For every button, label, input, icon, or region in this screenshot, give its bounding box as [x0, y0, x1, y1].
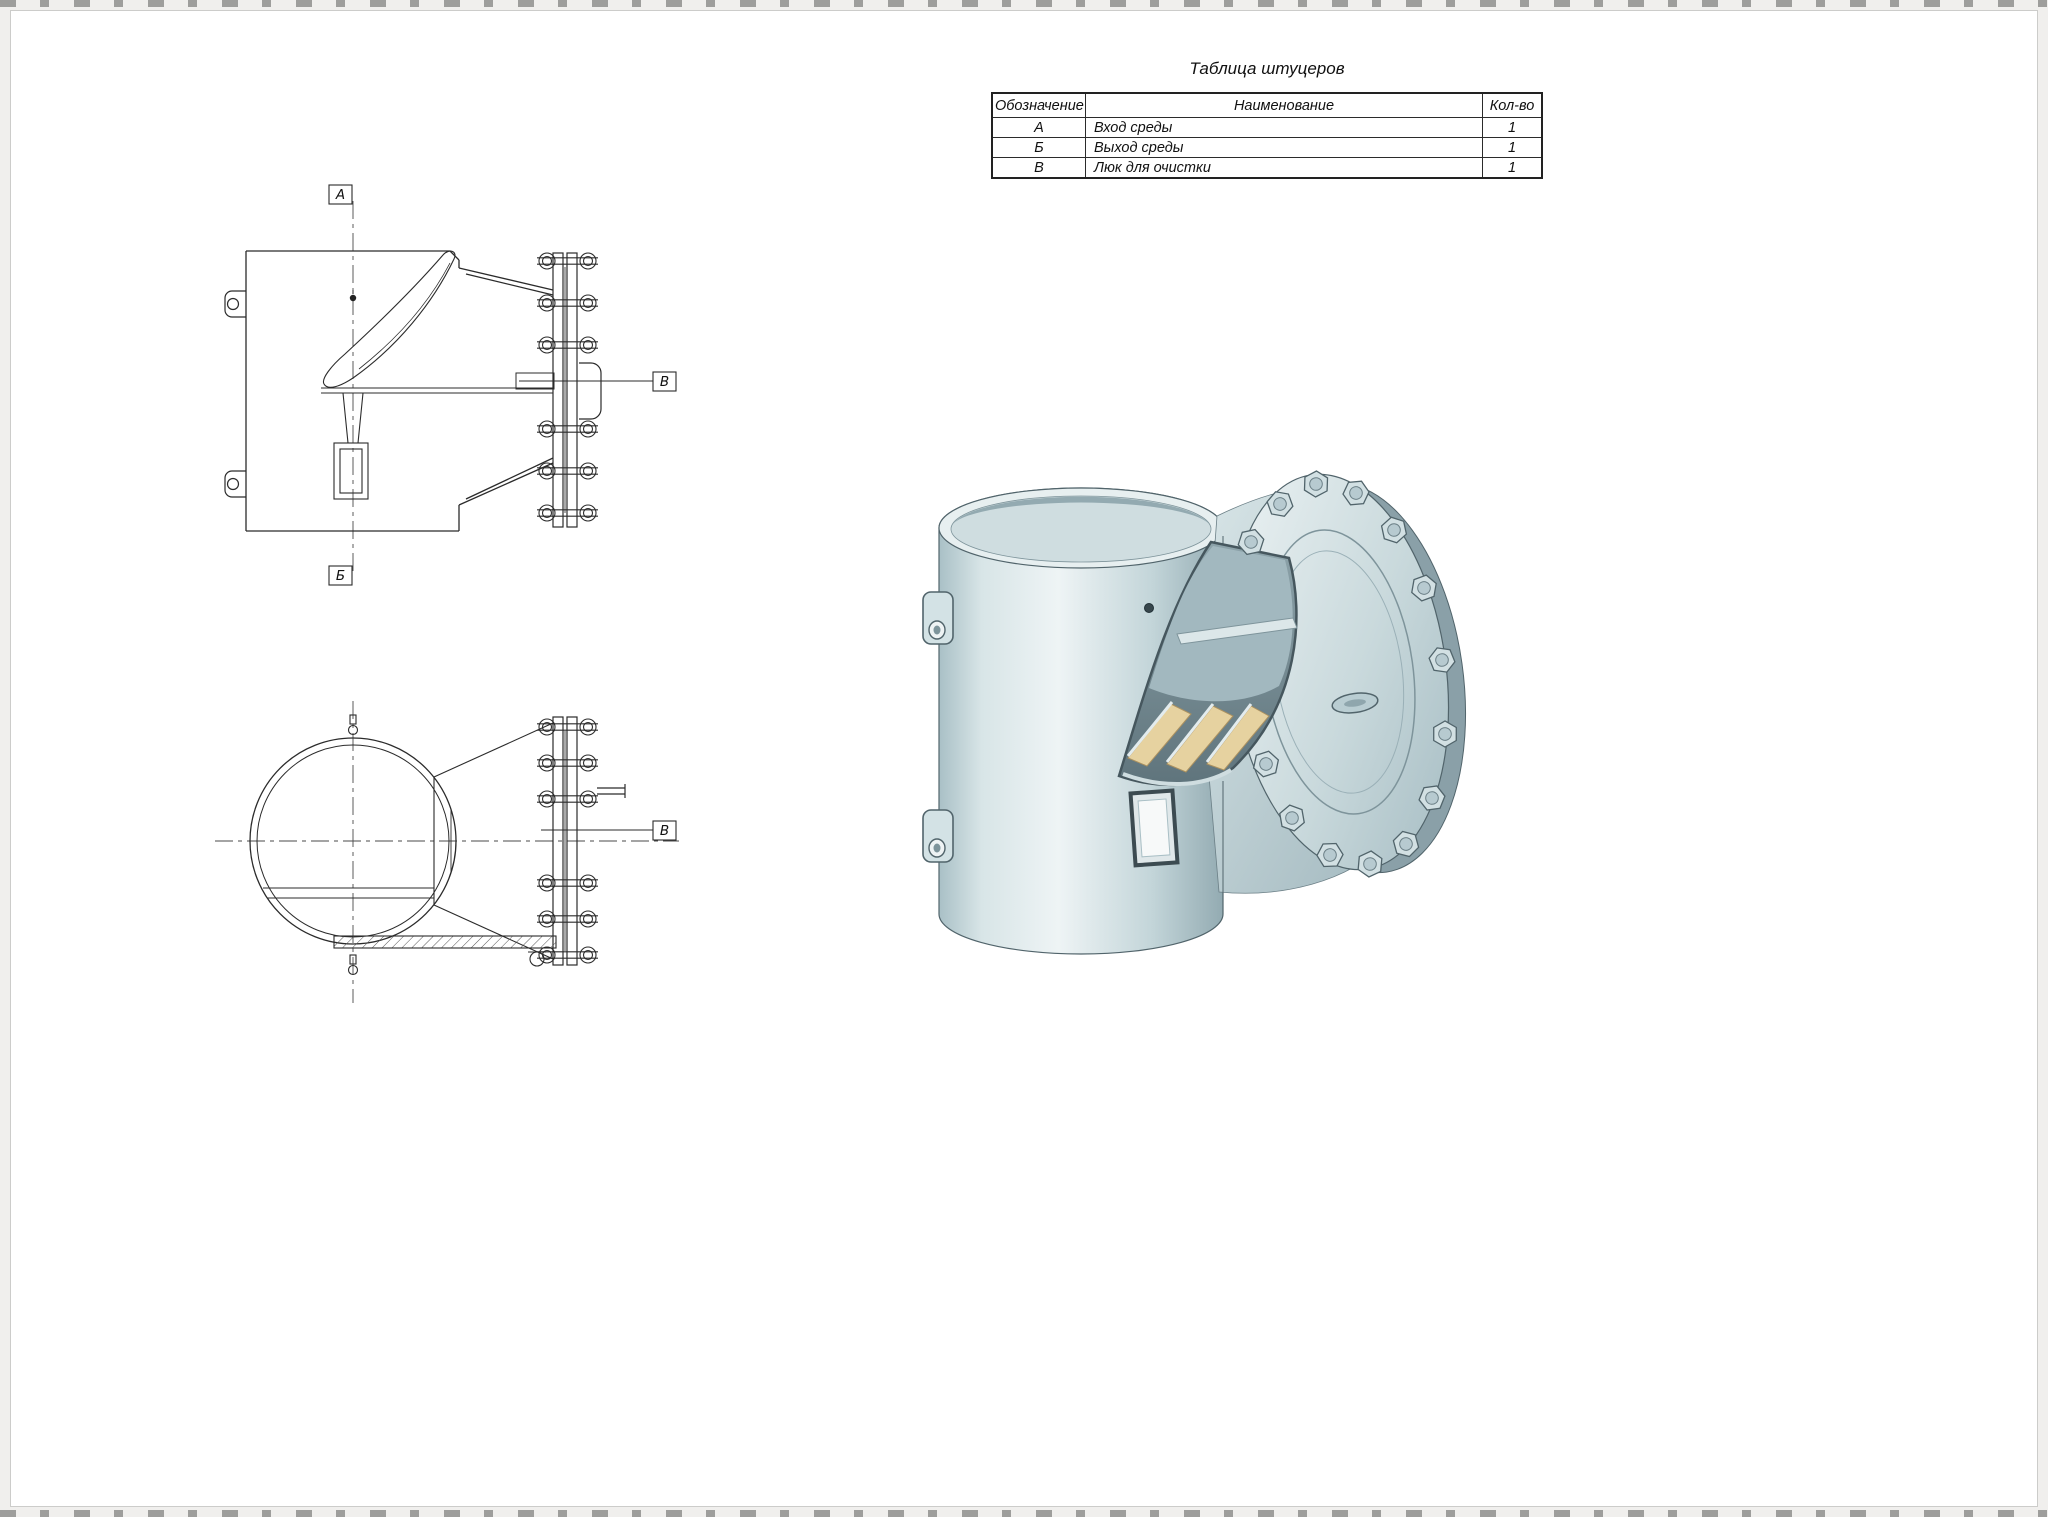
- lifting-lug-lower: [922, 809, 954, 863]
- interior-cutaway: [1117, 540, 1298, 787]
- table-header-row: Обозначение Наименование Кол-во: [991, 92, 1543, 118]
- top-view-svg: В: [215, 701, 679, 1003]
- nozzle-table: Обозначение Наименование Кол-во А Вход с…: [991, 92, 1543, 179]
- drawing-sheet: Таблица штуцеров Обозначение Наименовани…: [10, 10, 2038, 1507]
- axis-pins: [347, 714, 359, 976]
- hatch-flange-stack: [536, 716, 626, 966]
- drain-stub: [597, 784, 626, 798]
- col-header-name: Наименование: [1085, 92, 1483, 118]
- table-title: Таблица штуцеров: [1189, 59, 1345, 78]
- table-row: А Вход среды 1: [991, 117, 1543, 138]
- scan-artifact-bottom: [0, 1510, 2048, 1517]
- cover-handle: [579, 362, 602, 420]
- callout-hatch: В: [541, 820, 677, 841]
- centerlines: [215, 701, 679, 1003]
- hatch-flange-stack: [536, 252, 602, 528]
- lifting-lugs: [224, 290, 246, 498]
- callout-inlet: А: [328, 184, 353, 205]
- front-view-svg: В А Б: [224, 184, 677, 586]
- cell-name: Выход среды: [1085, 137, 1483, 158]
- vent-pin: [349, 290, 357, 302]
- sectioned-bottom-ring: [333, 935, 557, 967]
- cylinder-top-rim: [938, 487, 1224, 569]
- grate-top-frame: [1176, 617, 1298, 645]
- table-row: В Люк для очистки 1: [991, 157, 1543, 179]
- col-header-designation: Обозначение: [991, 92, 1086, 118]
- iso-view-svg: [922, 469, 1467, 955]
- cell-name: Вход среды: [1085, 117, 1483, 138]
- cell-qty: 1: [1482, 117, 1543, 138]
- cell-qty: 1: [1482, 157, 1543, 179]
- nozzle-table-block: Таблица штуцеров Обозначение Наименовани…: [991, 59, 1543, 179]
- col-header-qty: Кол-во: [1482, 92, 1543, 118]
- callout-outlet: Б: [328, 565, 353, 586]
- grate-frame-lines: [1126, 701, 1253, 763]
- nameplate: [1128, 788, 1180, 868]
- vent-plug: [1144, 603, 1154, 613]
- vessel-outline: [245, 250, 554, 532]
- grate-slats: [1127, 703, 1270, 773]
- internal-scoop: [321, 250, 553, 500]
- callout-hatch: В: [515, 371, 677, 392]
- flange-handle: [1331, 692, 1379, 714]
- nozzle-projection: [263, 722, 554, 960]
- lifting-lug-upper: [922, 591, 954, 645]
- cell-designation: В: [991, 157, 1086, 179]
- scan-artifact-top: [0, 0, 2048, 7]
- cell-name: Люк для очистки: [1085, 157, 1483, 179]
- label-inlet: А: [335, 187, 345, 203]
- cell-qty: 1: [1482, 137, 1543, 158]
- table-row: Б Выход среды 1: [991, 137, 1543, 158]
- label-hatch: В: [660, 374, 669, 390]
- label-outlet: Б: [336, 568, 345, 584]
- cell-designation: Б: [991, 137, 1086, 158]
- cell-designation: А: [991, 117, 1086, 138]
- label-hatch: В: [660, 823, 669, 839]
